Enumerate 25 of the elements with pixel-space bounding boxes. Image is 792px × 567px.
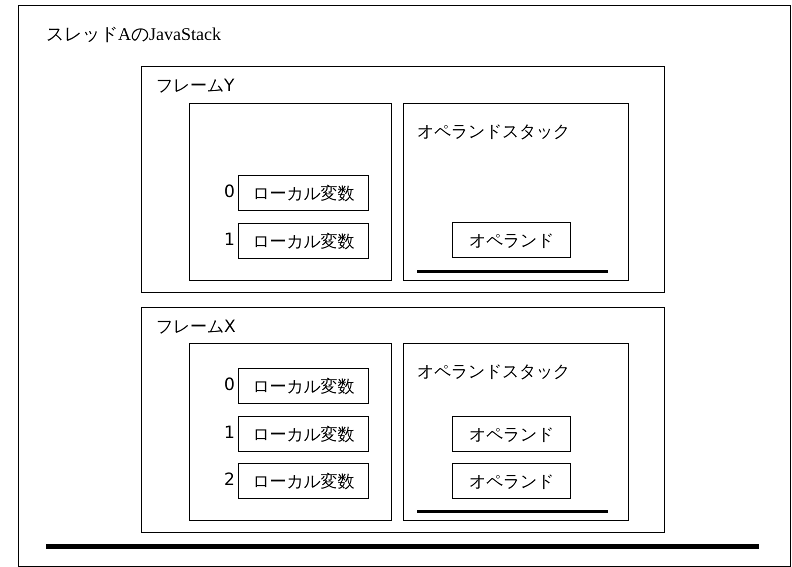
operand-box: オペランド <box>452 222 571 258</box>
local-variable-area <box>189 343 392 521</box>
operand-stack-box <box>403 103 629 281</box>
stack-frame-area <box>18 5 791 567</box>
index-number: 0 <box>224 182 235 202</box>
local-variable-box: ローカル変数 <box>238 463 369 499</box>
index-number: 1 <box>224 230 235 250</box>
local-variable-box: ローカル変数 <box>238 223 369 259</box>
heading-text: フレームX <box>156 316 236 338</box>
operand-box: オペランド <box>452 416 571 452</box>
index-number: 1 <box>224 423 235 443</box>
operand-stack-box <box>403 343 629 521</box>
heading-text: オペランドスタック <box>417 361 570 383</box>
heading-text: フレームY <box>156 75 234 97</box>
title-text: スレッドAのJavaStack <box>46 23 221 46</box>
operand-box: オペランド <box>452 463 571 499</box>
local-variable-area <box>189 103 392 281</box>
frame-box <box>141 66 665 293</box>
index-number: 0 <box>224 375 235 395</box>
frame-box <box>141 307 665 533</box>
local-variable-box: ローカル変数 <box>238 416 369 452</box>
heading-text: オペランドスタック <box>417 121 570 143</box>
index-number: 2 <box>224 470 235 490</box>
local-variable-box: ローカル変数 <box>238 175 369 211</box>
local-variable-box: ローカル変数 <box>238 368 369 404</box>
